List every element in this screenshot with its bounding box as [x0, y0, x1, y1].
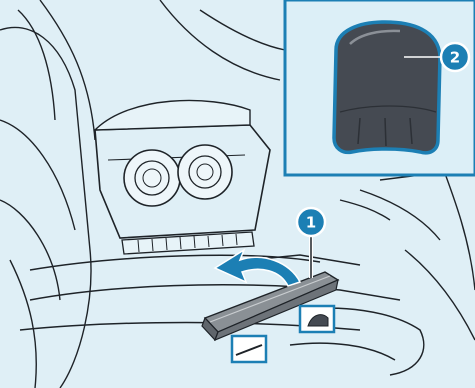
left-air-vent	[124, 150, 180, 206]
callout-2-label: 2	[450, 49, 460, 67]
callout-2: 2	[441, 43, 469, 71]
release-knob-icon	[334, 22, 440, 153]
rear-console	[95, 100, 270, 254]
callout-1-label: 1	[306, 214, 316, 232]
inset-detail-panel	[285, 0, 475, 175]
right-air-vent	[178, 145, 232, 199]
